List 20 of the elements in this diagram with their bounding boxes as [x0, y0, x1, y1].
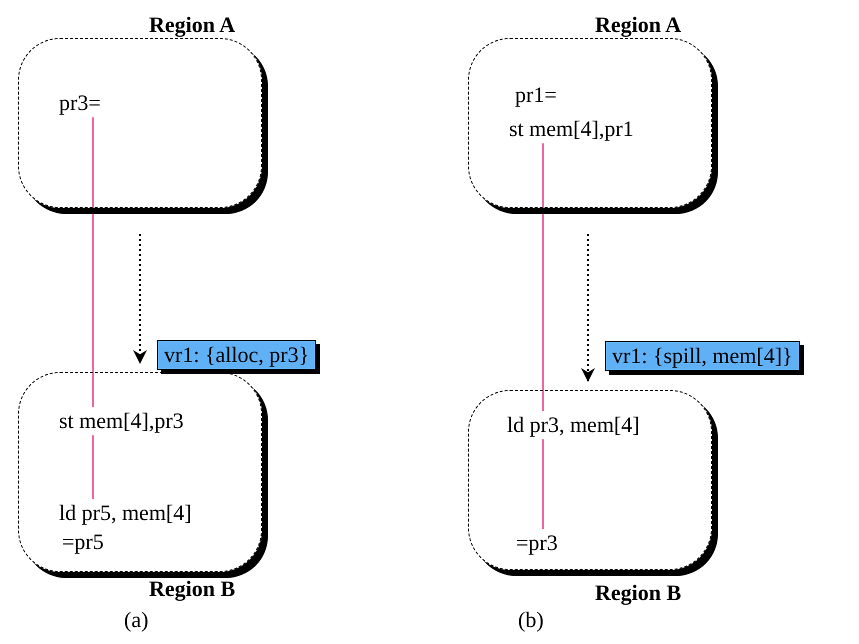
dotted-arrow [581, 234, 595, 382]
panel-label: (b) [518, 608, 544, 632]
live-range-line [92, 435, 94, 499]
instruction-text: st mem[4],pr1 [509, 117, 634, 142]
dotted-arrow [133, 234, 147, 364]
live-range-line [92, 117, 94, 407]
instruction-text: pr3= [59, 91, 101, 116]
instruction-text: pr1= [515, 83, 557, 108]
region-title: Region A [149, 13, 236, 38]
instruction-text: ld pr3, mem[4] [507, 413, 640, 438]
instruction-text: ld pr5, mem[4] [59, 501, 192, 526]
region-title: Region A [595, 13, 682, 38]
region-title: Region B [149, 577, 236, 602]
instruction-text: =pr5 [62, 530, 104, 554]
region-title: Region B [595, 581, 682, 606]
instruction-text: st mem[4],pr3 [59, 409, 184, 434]
live-range-line [542, 143, 544, 411]
instruction-text: =pr3 [516, 531, 558, 556]
panel-label: (a) [124, 608, 148, 632]
live-range-line [542, 439, 544, 529]
